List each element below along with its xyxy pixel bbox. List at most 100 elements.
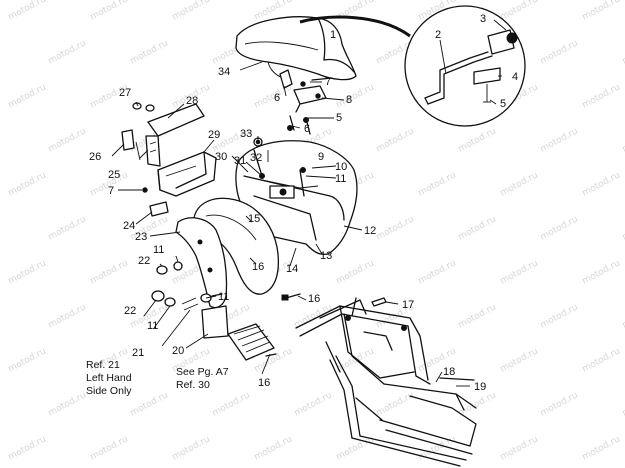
watermark-text: motod.ru xyxy=(211,390,252,418)
callout-label: 8 xyxy=(346,94,352,106)
reference-notes: Ref. 21 Left Hand Side Only See Pg. A7 R… xyxy=(86,359,229,397)
callout-label: 27 xyxy=(119,87,131,99)
linkage-cable xyxy=(299,15,411,38)
watermark-text: motod.ru xyxy=(621,214,625,242)
callout-labels: 1 2 3 4 5 5 6 6 7 7 8 9 10 11 11 11 11 1… xyxy=(89,13,518,393)
callout-label: 6 xyxy=(304,123,310,135)
callout-label: 33 xyxy=(240,128,252,140)
footrest xyxy=(201,305,277,361)
storage-lid-assembly xyxy=(121,102,205,167)
watermark-text: motod.ru xyxy=(581,434,622,462)
callout-label: 11 xyxy=(147,320,158,332)
seat-bracket-hardware xyxy=(279,69,333,135)
callout-label: 16 xyxy=(258,377,270,389)
watermark-text: motod.ru xyxy=(7,0,48,23)
callout-label: 30 xyxy=(215,151,227,163)
callout-label: 22 xyxy=(124,305,136,317)
callout-label: 5 xyxy=(336,112,342,124)
callout-label: 15 xyxy=(248,213,260,225)
watermark-text: motod.ru xyxy=(375,390,416,418)
watermark-text: motod.ru xyxy=(539,38,580,66)
watermark-text: motod.ru xyxy=(581,82,622,110)
see-page-note-line2: Ref. 30 xyxy=(176,379,210,391)
ref21-note-line3: Side Only xyxy=(86,385,132,397)
ref21-note-line2: Left Hand xyxy=(86,372,132,384)
callout-label: 6 xyxy=(274,92,280,104)
watermark-text: motod.ru xyxy=(335,82,376,110)
watermark-text: motod.ru xyxy=(47,38,88,66)
callout-label: 9 xyxy=(318,151,324,163)
watermark-text: motod.ru xyxy=(47,126,88,154)
callout-label: 17 xyxy=(402,299,414,311)
watermark-text: motod.ru xyxy=(7,170,48,198)
watermark-text: motod.ru xyxy=(621,390,625,418)
callout-label: 11 xyxy=(153,244,164,256)
loose-bolts xyxy=(281,293,387,307)
watermark-text: motod.ru xyxy=(499,258,540,286)
watermark-text: motod.ru xyxy=(293,390,334,418)
callout-label: 29 xyxy=(208,129,220,141)
callout-label: 20 xyxy=(172,345,184,357)
watermark-text: motod.ru xyxy=(89,258,130,286)
watermark-text: motod.ru xyxy=(47,302,88,330)
callout-label: 31 xyxy=(234,155,246,167)
watermark-text: motod.ru xyxy=(457,302,498,330)
watermark-text: motod.ru xyxy=(581,0,622,23)
watermark-text: motod.ru xyxy=(7,82,48,110)
frame xyxy=(295,297,477,467)
watermark-text: motod.ru xyxy=(253,434,294,462)
watermark-text: motod.ru xyxy=(129,38,170,66)
callout-label: 12 xyxy=(364,225,376,237)
callout-label: 11 xyxy=(335,173,346,185)
watermark-text: motod.ru xyxy=(499,434,540,462)
callout-label: 2 xyxy=(435,29,441,41)
callout-label: 5 xyxy=(500,98,506,110)
leader-lines xyxy=(111,19,507,387)
see-page-note-line1: See Pg. A7 xyxy=(176,366,229,378)
callout-label: 1 xyxy=(330,29,336,41)
watermark-text: motod.ru xyxy=(499,170,540,198)
watermark-text: motod.ru xyxy=(375,126,416,154)
ref21-note-line1: Ref. 21 xyxy=(86,359,120,371)
watermark-text: motod.ru xyxy=(621,302,625,330)
callout-label: 7 xyxy=(325,76,331,88)
watermark-text: motod.ru xyxy=(89,0,130,23)
callout-label: 19 xyxy=(474,381,486,393)
callout-label: 7 xyxy=(108,185,114,197)
watermark-text: motod.ru xyxy=(499,0,540,23)
watermark-text: motod.ru xyxy=(581,346,622,374)
callout-label: 26 xyxy=(89,151,101,163)
watermark-text: motod.ru xyxy=(7,346,48,374)
seat-part xyxy=(235,16,357,81)
watermark-text: motod.ru xyxy=(457,126,498,154)
watermark-text: motod.ru xyxy=(539,214,580,242)
watermark-text: motod.ru xyxy=(335,258,376,286)
watermark-text: motod.ru xyxy=(457,390,498,418)
callout-label: 3 xyxy=(480,13,486,25)
callout-label: 28 xyxy=(186,95,198,107)
watermark-text: motod.ru xyxy=(539,126,580,154)
callout-label: 23 xyxy=(135,231,147,243)
watermark-text: motod.ru xyxy=(581,258,622,286)
watermark-text: motod.ru xyxy=(499,346,540,374)
callout-label: 10 xyxy=(335,161,347,173)
callout-label: 21 xyxy=(132,347,144,359)
callout-label: 32 xyxy=(250,152,262,164)
watermark-text: motod.ru xyxy=(581,170,622,198)
mud-flap xyxy=(175,217,228,309)
watermark-text: motod.ru xyxy=(7,258,48,286)
watermark-text: motod.ru xyxy=(89,434,130,462)
watermark-text: motod.ru xyxy=(375,214,416,242)
watermark-text: motod.ru xyxy=(47,214,88,242)
watermark-text: motod.ru xyxy=(621,126,625,154)
callout-label: 16 xyxy=(252,261,264,273)
watermark-text: motod.ru xyxy=(417,170,458,198)
callout-label: 24 xyxy=(123,220,135,232)
watermark-text: motod.ru xyxy=(621,38,625,66)
callout-label: 13 xyxy=(320,250,332,262)
watermark-text: motod.ru xyxy=(417,258,458,286)
inset-latch-detail xyxy=(404,5,526,127)
watermark-text: motod.ru xyxy=(539,302,580,330)
callout-label: 25 xyxy=(108,169,120,181)
watermark-text: motod.ru xyxy=(457,214,498,242)
